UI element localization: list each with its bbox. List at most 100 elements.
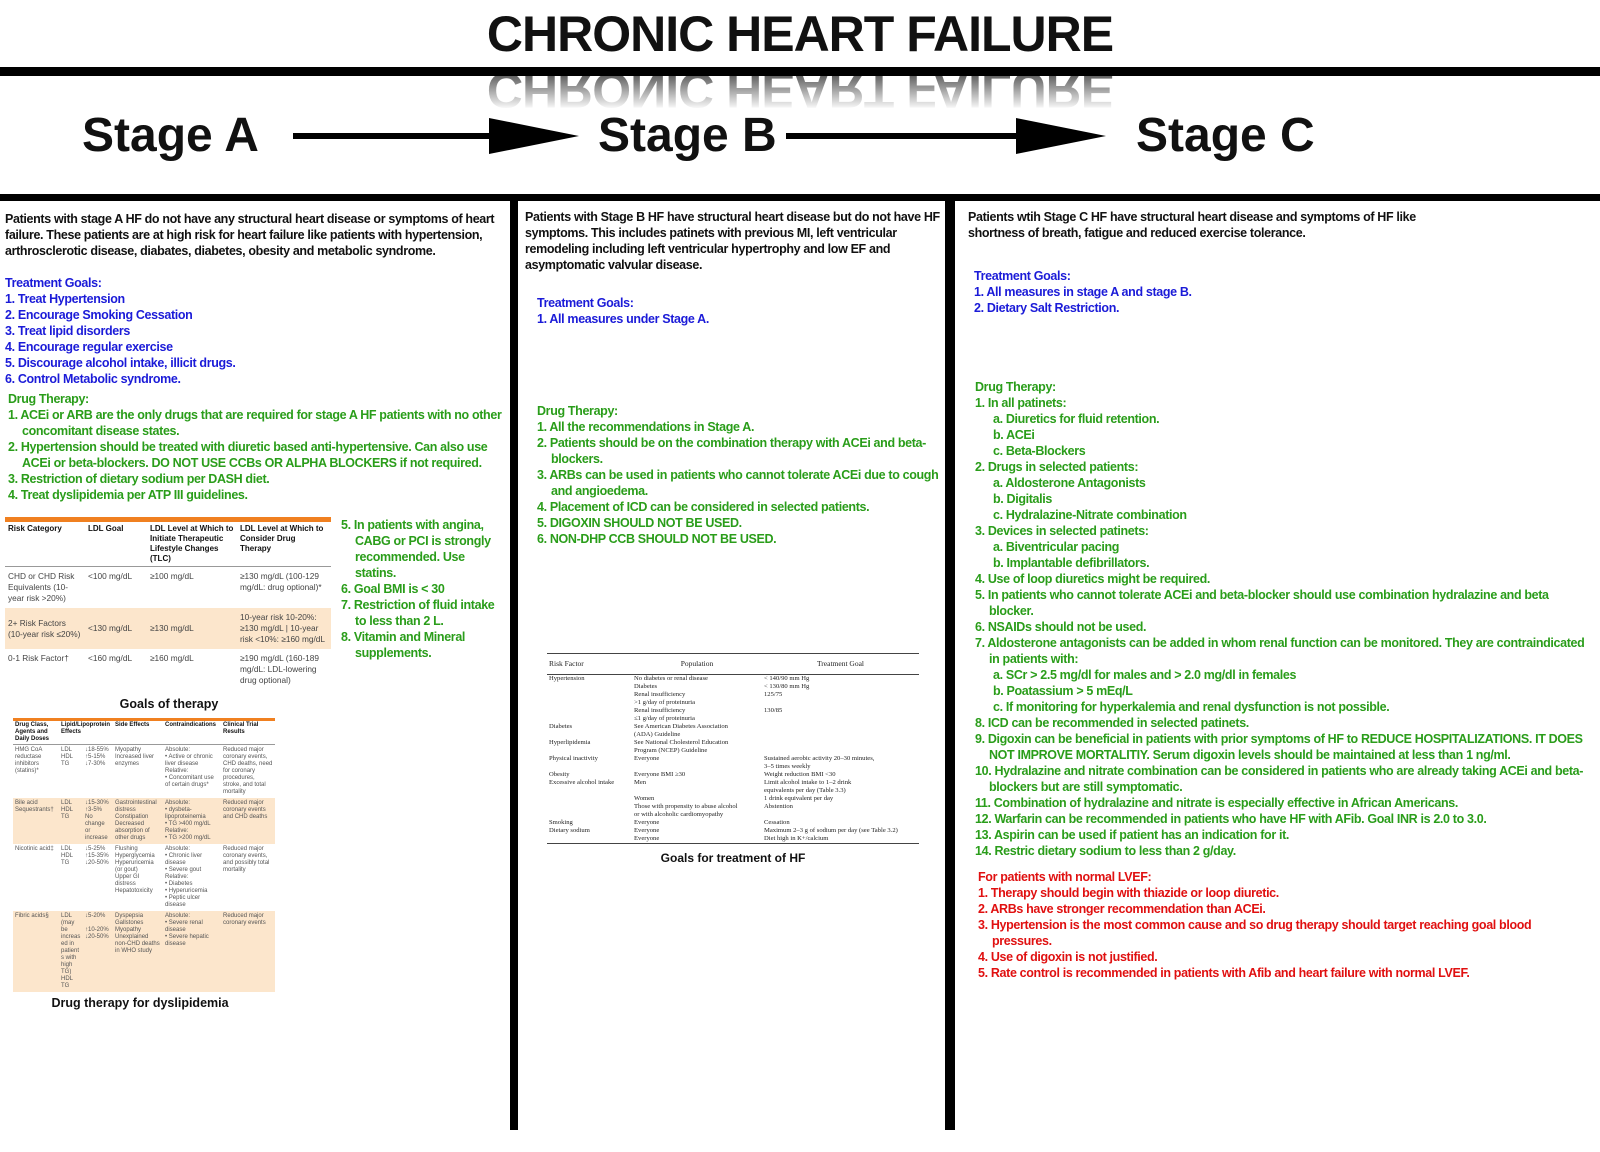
table-cell: ≥190 mg/dL (160-189 mg/dL: LDL-lowering … bbox=[240, 653, 319, 685]
table-row: Dietary sodium Everyone Maximum 2–3 g of s… bbox=[547, 827, 919, 835]
table-row: HMG CoA reductase inhibitors (statins)*L… bbox=[13, 745, 275, 799]
stage-c-heading: Stage C bbox=[1136, 109, 1315, 162]
table-cell: Sustained aerobic activity 20–30 minutes… bbox=[764, 755, 875, 770]
drug-item: 7. Restriction of fluid intake to less t… bbox=[341, 598, 495, 628]
table-header: Drug Class, Agents and Daily Doses bbox=[13, 719, 59, 745]
drug-item: 3. ARBs can be used in patients who cann… bbox=[537, 468, 939, 498]
drug-subitem: c. If monitoring for hyperkalemia and re… bbox=[993, 700, 1390, 714]
table-cell: Weight reduction BMI <30 bbox=[764, 771, 836, 778]
table-cell: ↓5-20% ↑10-20% ↓20-50% bbox=[83, 911, 114, 992]
hf-table-caption: Goals for treatment of HF bbox=[660, 851, 806, 865]
table-cell: Excessive alcohol intake bbox=[549, 779, 615, 786]
table-header: Population bbox=[632, 653, 762, 675]
table-cell: 2+ Risk Factors (10-year risk ≤20%) bbox=[5, 608, 85, 649]
table-cell: Reduced major coronary events bbox=[221, 911, 275, 992]
goal-item: 6. Control Metabolic syndrome. bbox=[5, 372, 181, 386]
table-cell: See American Diabetes Association (ADA) … bbox=[634, 723, 728, 738]
table-cell: Reduced major coronary events, and possi… bbox=[223, 846, 270, 873]
drug-item: 4. Treat dyslipidemia per ATP III guidel… bbox=[8, 488, 248, 502]
dyslipidemia-drug-table: Drug Class, Agents and Daily Doses Lipid… bbox=[13, 718, 275, 992]
table-cell: Fibric acids§ bbox=[13, 911, 59, 992]
stage-a-drugs: 1. ACEi or ARB are the only drugs that a… bbox=[5, 407, 508, 503]
table-cell: Diet high in K+/calcium bbox=[764, 835, 829, 842]
page-title: CHRONIC HEART FAILURE bbox=[486, 6, 1114, 62]
table-cell: Absolute: • Severe renal disease • Sever… bbox=[163, 911, 222, 992]
drug-item: 10. Hydralazine and nitrate combination … bbox=[975, 764, 1584, 794]
lvef-item: 4. Use of digoxin is not justified. bbox=[978, 950, 1158, 964]
table-cell: < 140/90 mm Hg < 130/80 mm Hg 125/75 130… bbox=[764, 675, 810, 714]
goal-item: 1. Treat Hypertension bbox=[5, 292, 125, 306]
drug-item: 6. NON-DHP CCB SHOULD NOT BE USED. bbox=[537, 532, 777, 546]
stage-b-drug-title: Drug Therapy: bbox=[537, 404, 618, 418]
table-header: Risk Category bbox=[5, 519, 85, 567]
stage-b-drugs: 1. All the recommendations in Stage A. 2… bbox=[525, 419, 940, 547]
goal-item: 5. Discourage alcohol intake, illicit dr… bbox=[5, 356, 236, 370]
table-cell: HMG CoA reductase inhibitors (statins)* bbox=[15, 747, 43, 774]
table-cell: 0-1 Risk Factor† bbox=[8, 653, 69, 663]
table-cell: Everyone bbox=[634, 835, 660, 842]
table-cell: Everyone bbox=[634, 827, 660, 834]
table-cell: <130 mg/dL bbox=[85, 608, 147, 649]
table-cell: Smoking bbox=[549, 819, 573, 826]
table-cell: No diabetes or renal disease Diabetes Re… bbox=[634, 675, 708, 722]
stage-c-column: Patients wtih Stage C HF have structural… bbox=[968, 209, 1593, 981]
drug-item: 3. Devices in selected patinets: bbox=[975, 524, 1149, 538]
drug-subitem: a. SCr > 2.5 mg/dl for males and > 2.0 m… bbox=[993, 668, 1297, 682]
table-row: Nicotinic acid‡LDL HDL TG↓5-25% ↑15-35% … bbox=[13, 844, 275, 911]
drug-item: 2. Drugs in selected patients: bbox=[975, 460, 1139, 474]
table-cell: Absolute: • dysbeta-lipoproteinemia • TG… bbox=[163, 798, 222, 844]
drug-subitem: a. Biventricular pacing bbox=[993, 540, 1120, 554]
table-row: 2+ Risk Factors (10-year risk ≤20%)<130 … bbox=[5, 608, 331, 649]
table-cell: Limit alcohol intake to 1–2 drink equiva… bbox=[764, 779, 852, 810]
divider-top bbox=[0, 67, 1600, 76]
drug-item: 6. Goal BMI is < 30 bbox=[341, 582, 445, 596]
table-cell bbox=[762, 723, 919, 739]
table-header: Treatment Goal bbox=[762, 653, 919, 675]
stage-c-description: Patients wtih Stage C HF have structural… bbox=[968, 210, 1416, 240]
table-cell: See National Cholesterol Education Progr… bbox=[634, 739, 729, 754]
stage-c-goals-title: Treatment Goals: bbox=[974, 269, 1071, 283]
stage-a-description: Patients with stage A HF do not have any… bbox=[5, 212, 495, 258]
table-cell: LDL HDL TG bbox=[61, 846, 74, 866]
table-cell: Reduced major coronary events and CHD de… bbox=[221, 798, 275, 844]
drug-subitem: b. ACEi bbox=[993, 428, 1035, 442]
column-divider bbox=[510, 200, 518, 1130]
arrow-icon bbox=[786, 118, 1111, 154]
drug-item: 12. Warfarin can be recommended in patie… bbox=[975, 812, 1487, 826]
table-cell: Hypertension bbox=[549, 675, 585, 682]
goal-item: 3. Treat lipid disorders bbox=[5, 324, 130, 338]
drug-subitem: b. Implantable defibrillators. bbox=[993, 556, 1150, 570]
table-cell: Dietary sodium bbox=[549, 827, 590, 834]
ldl-goals-table: Risk Category LDL Goal LDL Level at Whic… bbox=[5, 517, 331, 690]
table-cell: <160 mg/dL bbox=[88, 653, 133, 663]
table-cell: Cessation bbox=[764, 819, 790, 826]
hf-goals-table: Risk Factor Population Treatment Goal Hy… bbox=[547, 653, 919, 844]
drug-subitem: c. Beta-Blockers bbox=[993, 444, 1086, 458]
stage-b-column: Patients with Stage B HF have structural… bbox=[525, 209, 940, 866]
table-row: 0-1 Risk Factor†<160 mg/dL≥160 mg/dL≥190… bbox=[5, 649, 331, 690]
table-row: Fibric acids§LDL (may be increased in pa… bbox=[13, 911, 275, 992]
lvef-item: 1. Therapy should begin with thiazide or… bbox=[978, 886, 1279, 900]
lvef-title: For patients with normal LVEF: bbox=[978, 870, 1152, 884]
table-cell: Bile acid Sequestrants† bbox=[13, 798, 59, 844]
drug-subitem: a. Diuretics for fluid retention. bbox=[993, 412, 1160, 426]
drug-item: 5. DIGOXIN SHOULD NOT BE USED. bbox=[537, 516, 742, 530]
drug-item: 7. Aldosterone antagonists can be added … bbox=[975, 636, 1585, 666]
drug-item: 5. In patients with angina, CABG or PCI … bbox=[341, 518, 491, 580]
table-cell: Hyperlipidemia bbox=[549, 739, 591, 746]
drug-item: 13. Aspirin can be used if patient has a… bbox=[975, 828, 1290, 842]
drug-item: 9. Digoxin can be beneficial in patients… bbox=[975, 732, 1583, 762]
table-cell: Maximum 2–3 g of sodium per day (see Tab… bbox=[764, 827, 898, 834]
drug-item: 1. In all patinets: bbox=[975, 396, 1067, 410]
table-cell: Gastrointestinal distress Constipation D… bbox=[113, 798, 164, 844]
table-cell: Everyone bbox=[634, 755, 660, 762]
table-header: Risk Factor bbox=[547, 653, 632, 675]
lvef-item: 3. Hypertension is the most common cause… bbox=[978, 918, 1532, 948]
drug-table-caption: Drug therapy for dyslipidemia bbox=[51, 996, 229, 1010]
table-header: Contraindications bbox=[163, 719, 222, 745]
drug-item: 3. Restriction of dietary sodium per DAS… bbox=[8, 472, 270, 486]
drug-item: 6. NSAIDs should not be used. bbox=[975, 620, 1147, 634]
table-cell: Myopathy Increased liver enzymes bbox=[115, 747, 155, 767]
drug-item: 8. Vitamin and Mineral supplements. bbox=[341, 630, 466, 660]
